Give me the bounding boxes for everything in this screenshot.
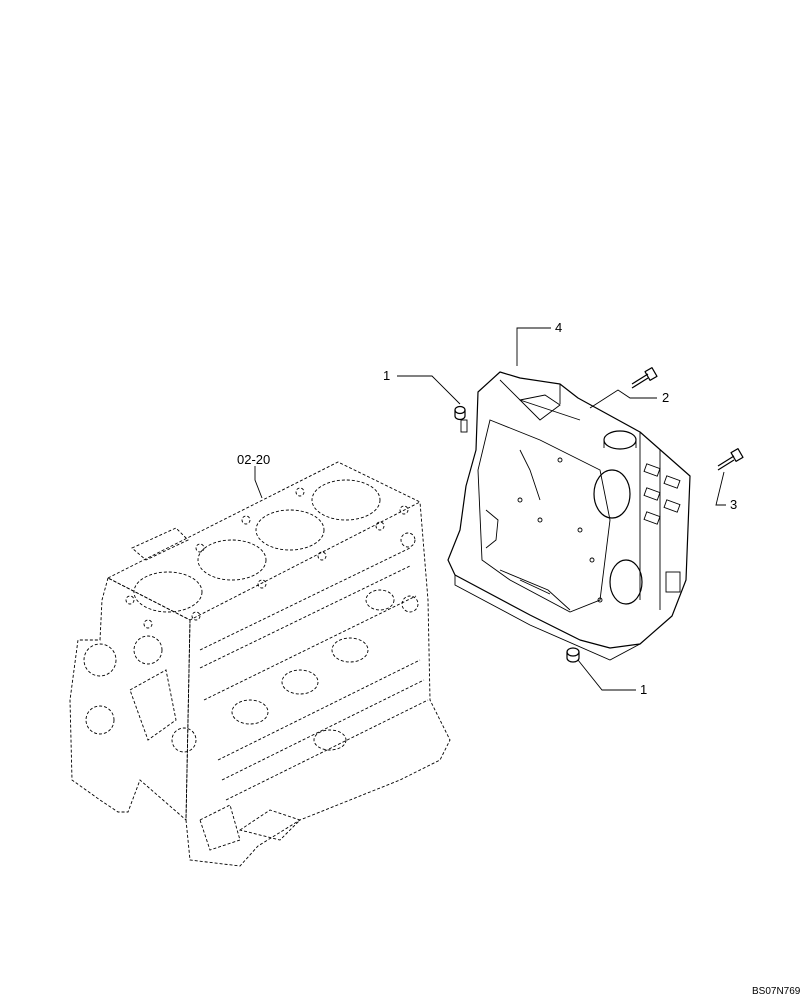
engine-block-phantom: [69, 461, 451, 867]
callout-4: 4: [555, 320, 562, 335]
dowel-pin-top: [454, 405, 468, 433]
callout-1-top: 1: [383, 368, 390, 383]
gear-housing: [447, 371, 691, 661]
plug-bottom: [566, 647, 580, 663]
leader-lines: [254, 327, 726, 691]
bolt-3: [717, 448, 744, 471]
callout-2: 2: [662, 390, 669, 405]
bolt-2: [631, 367, 658, 389]
callout-1-bottom: 1: [640, 682, 647, 697]
callout-02-20: 02-20: [237, 452, 270, 467]
drawing-reference: BS07N769: [752, 986, 801, 997]
callout-3: 3: [730, 497, 737, 512]
